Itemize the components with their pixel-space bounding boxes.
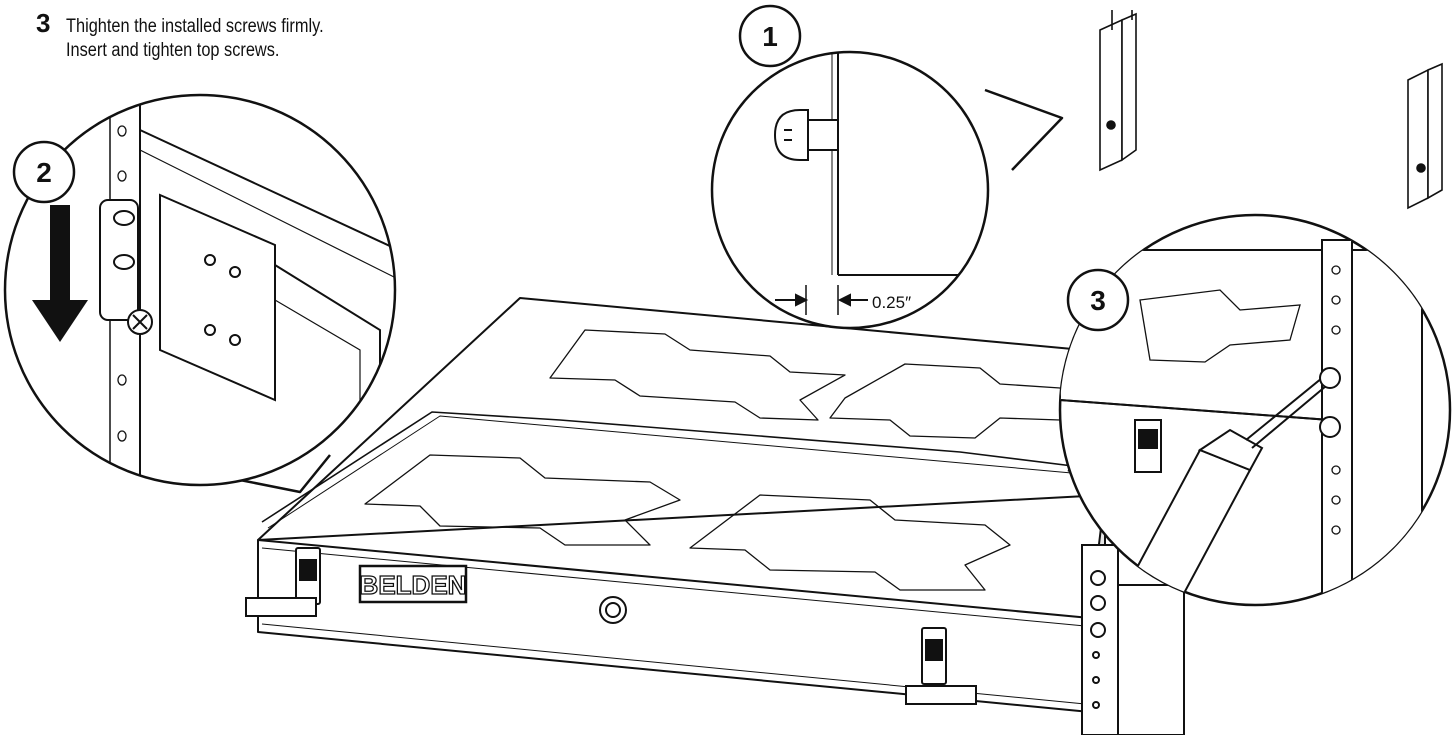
rack-rail-front bbox=[1081, 544, 1185, 735]
routing-path-back-left bbox=[549, 329, 846, 421]
routing-path-back-right bbox=[829, 363, 1076, 439]
instruction-line-2: Insert and tighten top screws. bbox=[66, 40, 280, 61]
callout-1-magnifier: 0.25″ bbox=[710, 50, 1064, 330]
cable-routing-paths bbox=[364, 329, 1076, 591]
rack-rail-illustration bbox=[1099, 10, 1443, 210]
belden-logo: BELDEN bbox=[358, 564, 468, 604]
callout-number-2: 2 bbox=[36, 157, 52, 188]
logo-text: BELDEN bbox=[360, 570, 467, 600]
instruction-line-1: Thighten the installed screws firmly. bbox=[66, 16, 324, 37]
callout-badge-1: 1 bbox=[738, 4, 802, 68]
callout-badge-2: 2 bbox=[12, 140, 76, 204]
callout-3-magnifier bbox=[1058, 213, 1452, 607]
rail-foot-right bbox=[905, 685, 977, 705]
step-number: 3 bbox=[36, 8, 51, 38]
arrow-down-icon bbox=[32, 205, 88, 342]
dimension-label: 0.25″ bbox=[872, 293, 911, 312]
callout-2-magnifier bbox=[3, 93, 397, 494]
screw-head-icon bbox=[773, 109, 809, 161]
routing-path-front-right bbox=[689, 494, 1011, 591]
callout-number-3: 3 bbox=[1090, 285, 1106, 316]
dimension-arrows bbox=[775, 285, 868, 315]
tray-front-details bbox=[245, 547, 977, 705]
rail-foot-left bbox=[245, 597, 317, 617]
callout-badge-3: 3 bbox=[1066, 268, 1130, 332]
callout-number-1: 1 bbox=[762, 21, 778, 52]
routing-path-front-left bbox=[364, 454, 681, 546]
